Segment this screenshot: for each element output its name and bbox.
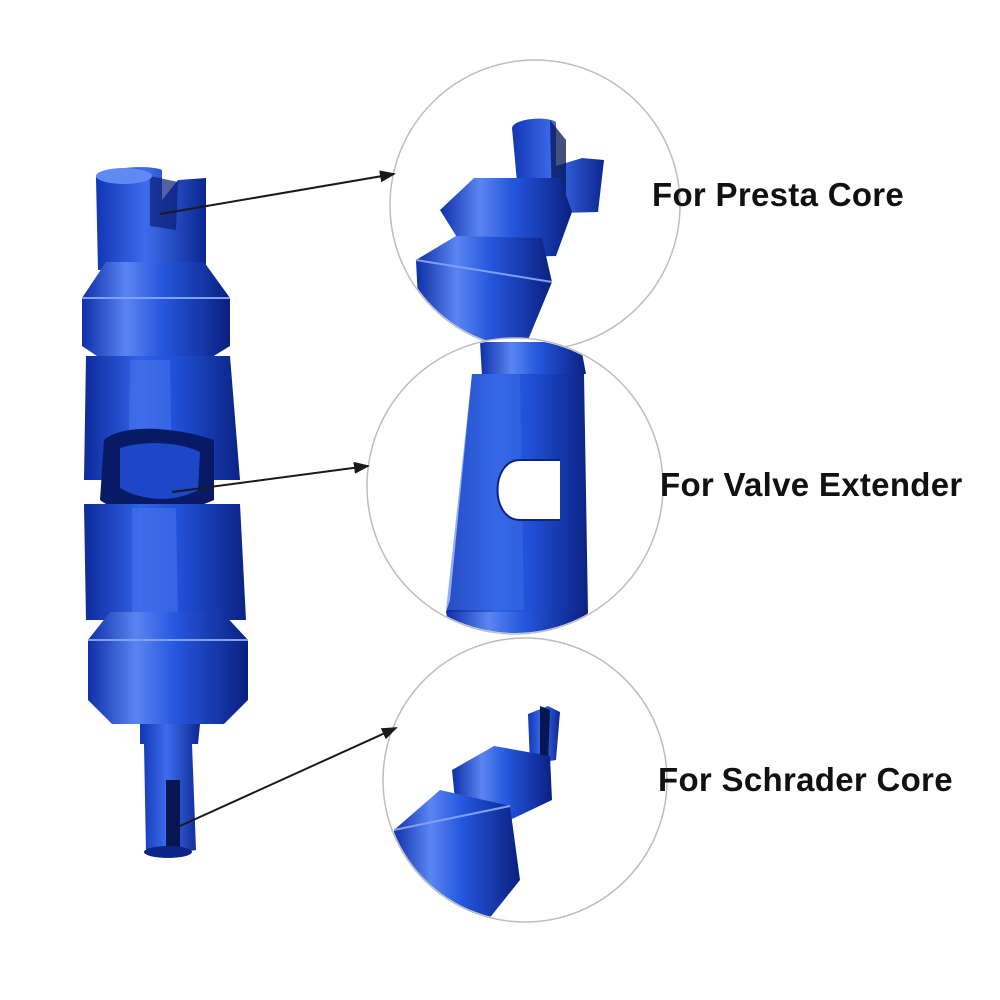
hex-nut-bottom [88,612,248,724]
arrow-presta [159,170,396,215]
callout-presta [389,59,681,351]
arrow-schrader [179,727,398,827]
callout-schrader [382,637,668,923]
label-schrader-core: For Schrader Core [658,761,953,798]
hex-nut-top [82,262,230,362]
arrow-extender [171,461,370,493]
label-valve-extender: For Valve Extender [660,466,963,503]
tool-body-lower [84,504,246,620]
callout-extender [366,337,664,635]
valve-tool-main [82,167,248,858]
label-presta-core: For Presta Core [652,176,905,213]
